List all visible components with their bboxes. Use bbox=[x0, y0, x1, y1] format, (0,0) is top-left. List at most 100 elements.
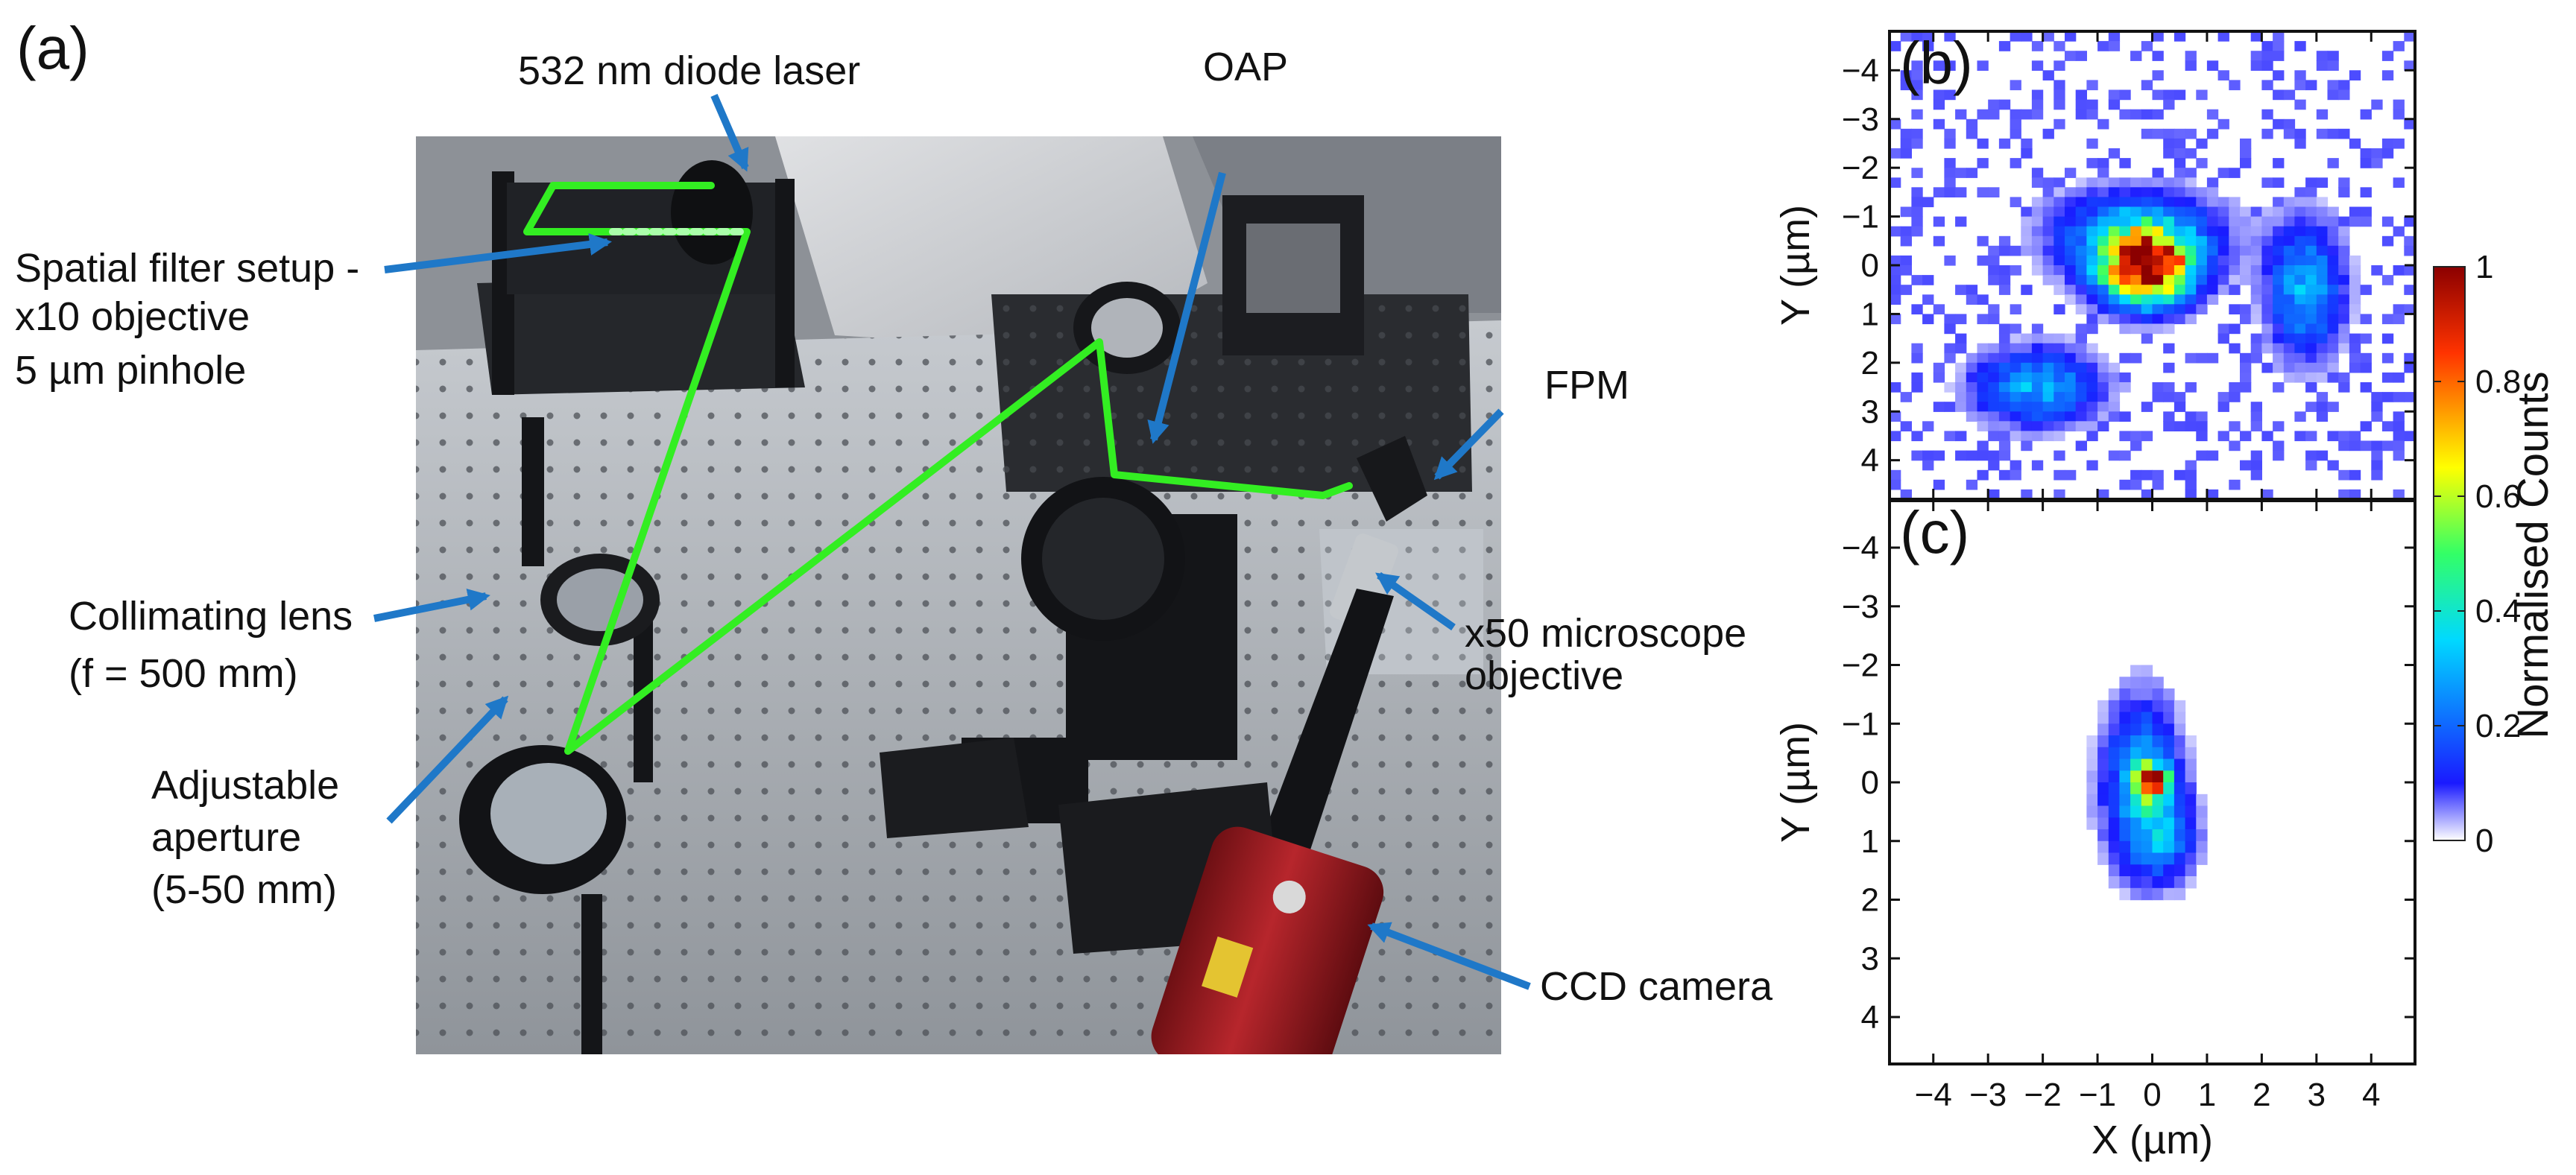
heatmap-cell bbox=[2075, 51, 2087, 61]
heatmap-cell bbox=[2283, 314, 2296, 325]
heatmap-cell bbox=[2053, 411, 2065, 422]
heatmap-cell bbox=[2010, 362, 2021, 373]
y-tick-label: −3 bbox=[1842, 589, 1879, 625]
heatmap-cell bbox=[2130, 187, 2142, 197]
heatmap-cell bbox=[2381, 148, 2394, 159]
heatmap-cell bbox=[2174, 89, 2186, 101]
heatmap-cell bbox=[2196, 275, 2208, 285]
heatmap-cell bbox=[2196, 255, 2208, 266]
heatmap-cell bbox=[2141, 887, 2153, 901]
heatmap-cell bbox=[2250, 216, 2262, 227]
heatmap-cell bbox=[2393, 304, 2405, 314]
heatmap-cell bbox=[2185, 148, 2197, 159]
heatmap-cell bbox=[2283, 255, 2296, 266]
heatmap-cell bbox=[2273, 352, 2285, 364]
heatmap-cell bbox=[2021, 285, 2033, 295]
heatmap-cell bbox=[2261, 362, 2273, 373]
heatmap-cell bbox=[2174, 245, 2186, 256]
heatmap-cell bbox=[2261, 275, 2273, 285]
heatmap-cell bbox=[2261, 294, 2273, 305]
heatmap-cell bbox=[1900, 392, 1912, 402]
heatmap-cells bbox=[2086, 665, 2208, 901]
heatmap-cell bbox=[2393, 109, 2405, 120]
heatmap-cell bbox=[2327, 255, 2339, 266]
heatmap-cell bbox=[2130, 712, 2142, 724]
heatmap-cell bbox=[2381, 275, 2394, 285]
heatmap-cell bbox=[2305, 450, 2317, 461]
heatmap-cell bbox=[2119, 805, 2131, 818]
heatmap-cell bbox=[2108, 794, 2121, 807]
heatmap-cell bbox=[2393, 489, 2405, 500]
y-tick-label: −1 bbox=[1842, 706, 1879, 742]
heatmap-cell bbox=[2097, 41, 2109, 51]
heatmap-cell bbox=[2119, 758, 2131, 771]
heatmap-cell bbox=[2338, 372, 2350, 383]
heatmap-cell bbox=[2097, 735, 2109, 748]
x-tick-label: 1 bbox=[2198, 1077, 2216, 1113]
heatmap-cell bbox=[2305, 197, 2317, 208]
heatmap-cell bbox=[2217, 216, 2229, 227]
y-tick-label: 2 bbox=[1861, 882, 1879, 919]
heatmap-cell bbox=[2404, 285, 2416, 295]
heatmap-cell bbox=[2349, 138, 2361, 149]
heatmap-cell bbox=[2174, 794, 2186, 807]
heatmap-cell bbox=[2152, 817, 2164, 830]
heatmap-cell bbox=[2065, 226, 2077, 237]
aperture-label-2: aperture bbox=[151, 815, 301, 860]
heatmap-cell bbox=[2075, 235, 2087, 247]
heatmap-cell bbox=[2196, 197, 2208, 208]
heatmap-cell bbox=[2206, 275, 2219, 285]
heatmap-cell bbox=[2010, 80, 2021, 91]
heatmap-cell bbox=[2250, 226, 2262, 237]
heatmap-cell bbox=[2163, 688, 2175, 701]
heatmap-cell bbox=[2338, 265, 2350, 276]
x-tick-label: 3 bbox=[2308, 1077, 2326, 1113]
heatmap-cell bbox=[2042, 70, 2054, 80]
y-tick-label: 4 bbox=[1861, 999, 1879, 1036]
heatmap-cell bbox=[2229, 421, 2241, 431]
heatmap-cell bbox=[2065, 333, 2077, 344]
heatmap-cell bbox=[2163, 294, 2175, 305]
heatmap-cell bbox=[1890, 285, 1901, 295]
heatmap-cell bbox=[2108, 304, 2121, 314]
heatmap-cell bbox=[2053, 372, 2065, 383]
heatmap-cell bbox=[2010, 469, 2021, 481]
heatmap-cell bbox=[2185, 840, 2197, 854]
heatmap-cell bbox=[2042, 275, 2054, 285]
heatmap-cell bbox=[1900, 148, 1912, 159]
heatmap-cell bbox=[2119, 275, 2131, 285]
heatmap-cell bbox=[2217, 392, 2229, 402]
heatmap-cell bbox=[2305, 255, 2317, 266]
heatmap-cell bbox=[2141, 758, 2153, 771]
heatmap-cell bbox=[2327, 60, 2339, 71]
x-tick-label: 0 bbox=[2143, 1077, 2161, 1113]
heatmap-cell bbox=[1955, 382, 1967, 393]
heatmap-cell bbox=[2086, 294, 2098, 305]
heatmap-cell bbox=[2152, 51, 2164, 61]
heatmap-cells bbox=[1890, 31, 2416, 500]
heatmap-cell bbox=[1922, 41, 1934, 51]
heatmap-cell bbox=[2097, 206, 2109, 218]
heatmap-cell bbox=[2053, 99, 2065, 110]
heatmap-cell bbox=[2273, 304, 2285, 314]
heatmap-cell bbox=[2185, 382, 2197, 393]
heatmap-cell bbox=[2316, 265, 2329, 276]
heatmap-cell bbox=[2119, 782, 2131, 795]
heatmap-cell bbox=[1988, 109, 2000, 120]
heatmap-cell bbox=[2075, 226, 2087, 237]
heatmap-cell bbox=[2294, 138, 2306, 149]
heatmap-cell bbox=[1911, 382, 1923, 393]
heatmap-cell bbox=[2086, 382, 2098, 393]
heatmap-cell bbox=[2174, 314, 2186, 325]
heatmap-cell bbox=[2393, 372, 2405, 383]
heatmap-cell bbox=[2250, 333, 2262, 344]
heatmap-cell bbox=[1977, 440, 1989, 452]
heatmap-cell bbox=[2053, 382, 2065, 393]
heatmap-cell bbox=[1955, 216, 1967, 227]
heatmap-cell bbox=[2393, 421, 2405, 431]
heatmap-cell bbox=[2393, 177, 2405, 188]
heatmap-cell bbox=[2185, 460, 2197, 471]
heatmap-cell bbox=[2130, 352, 2142, 364]
heatmap-cell bbox=[2053, 89, 2065, 101]
heatmap-cell bbox=[2108, 226, 2121, 237]
